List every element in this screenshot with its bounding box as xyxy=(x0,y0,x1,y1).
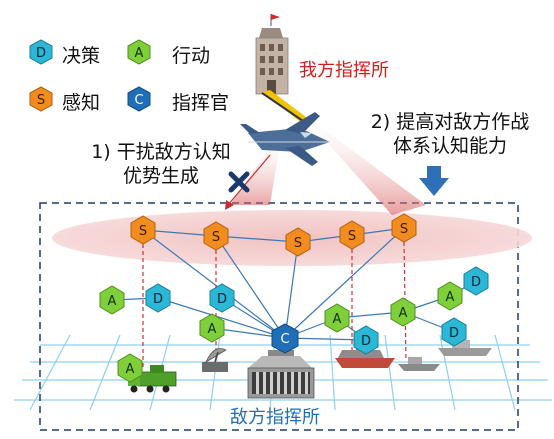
sense-node: S xyxy=(339,220,365,250)
annotation-right: 2) 提高对敌方作战 体系认知能力 xyxy=(352,110,548,158)
action-node: A xyxy=(199,313,225,343)
action-node: A xyxy=(390,297,416,327)
decision-node: D xyxy=(209,283,235,313)
warship-icon-3 xyxy=(438,340,492,356)
decision-node: D xyxy=(441,317,467,347)
action-node: A xyxy=(117,353,143,383)
fighter-jet-icon xyxy=(240,112,330,166)
enemy-command-post-building xyxy=(247,350,315,399)
action-node: A xyxy=(324,303,350,333)
annotation-left: 1) 干扰敌方认知 优势生成 xyxy=(66,140,256,188)
svg-text:A: A xyxy=(399,306,408,321)
down-arrow-icon xyxy=(419,166,449,196)
svg-text:C: C xyxy=(280,332,289,347)
svg-text:S: S xyxy=(348,229,356,244)
legend-decision-icon: D xyxy=(29,39,53,65)
svg-text:S: S xyxy=(139,224,147,239)
beam-left-arrow xyxy=(227,154,271,206)
legend-action-icon: A xyxy=(127,39,151,65)
sense-node: S xyxy=(203,221,229,251)
legend-command-label: 指挥官 xyxy=(172,92,230,114)
own-datalink-beam xyxy=(262,90,310,124)
legend-sense-icon: S xyxy=(29,86,53,112)
svg-text:A: A xyxy=(108,294,117,309)
decision-node: D xyxy=(353,325,379,355)
own-command-post-label: 我方指挥所 xyxy=(299,60,389,81)
svg-text:D: D xyxy=(361,334,371,349)
legend-command-icon: C xyxy=(127,86,151,112)
sense-node: S xyxy=(285,227,311,257)
decision-node: D xyxy=(145,283,171,313)
decision-node: D xyxy=(463,266,489,296)
legend-sense-label: 感知 xyxy=(62,92,101,114)
commander-node: C xyxy=(271,323,299,354)
annotation-right-line2: 体系认知能力 xyxy=(392,135,507,157)
svg-text:C: C xyxy=(134,93,143,108)
svg-text:D: D xyxy=(217,292,227,307)
enemy-command-post-label: 敌方指挥所 xyxy=(230,407,320,428)
sense-node: S xyxy=(391,213,417,243)
svg-text:D: D xyxy=(471,275,481,290)
svg-text:A: A xyxy=(126,362,135,377)
enemy-system-frame xyxy=(39,202,519,431)
annotation-left-line1: 1) 干扰敌方认知 xyxy=(91,141,231,163)
interference-x-icon xyxy=(228,171,250,193)
svg-text:S: S xyxy=(400,222,408,237)
warship-icon-2 xyxy=(398,357,440,371)
own-command-post-building xyxy=(255,14,289,95)
svg-text:S: S xyxy=(212,230,220,245)
sense-node: S xyxy=(130,215,156,245)
svg-text:D: D xyxy=(153,292,163,307)
ground-vehicle-icon xyxy=(128,365,177,393)
svg-text:S: S xyxy=(37,93,45,108)
annotation-right-line1: 2) 提高对敌方作战 xyxy=(370,111,530,133)
legend-decision-label: 决策 xyxy=(62,45,101,67)
beam-left-arrowhead xyxy=(225,200,234,210)
action-node: A xyxy=(99,285,125,315)
svg-text:A: A xyxy=(135,46,144,61)
svg-text:A: A xyxy=(446,290,455,305)
radar-icon xyxy=(202,348,228,372)
svg-text:A: A xyxy=(333,312,342,327)
beam-right xyxy=(298,110,426,215)
svg-text:S: S xyxy=(294,236,302,251)
svg-text:D: D xyxy=(36,46,46,61)
svg-text:A: A xyxy=(208,322,217,337)
legend-action-label: 行动 xyxy=(172,45,211,67)
action-node: A xyxy=(437,281,463,311)
annotation-left-line2: 优势生成 xyxy=(122,165,199,187)
svg-text:D: D xyxy=(449,326,459,341)
